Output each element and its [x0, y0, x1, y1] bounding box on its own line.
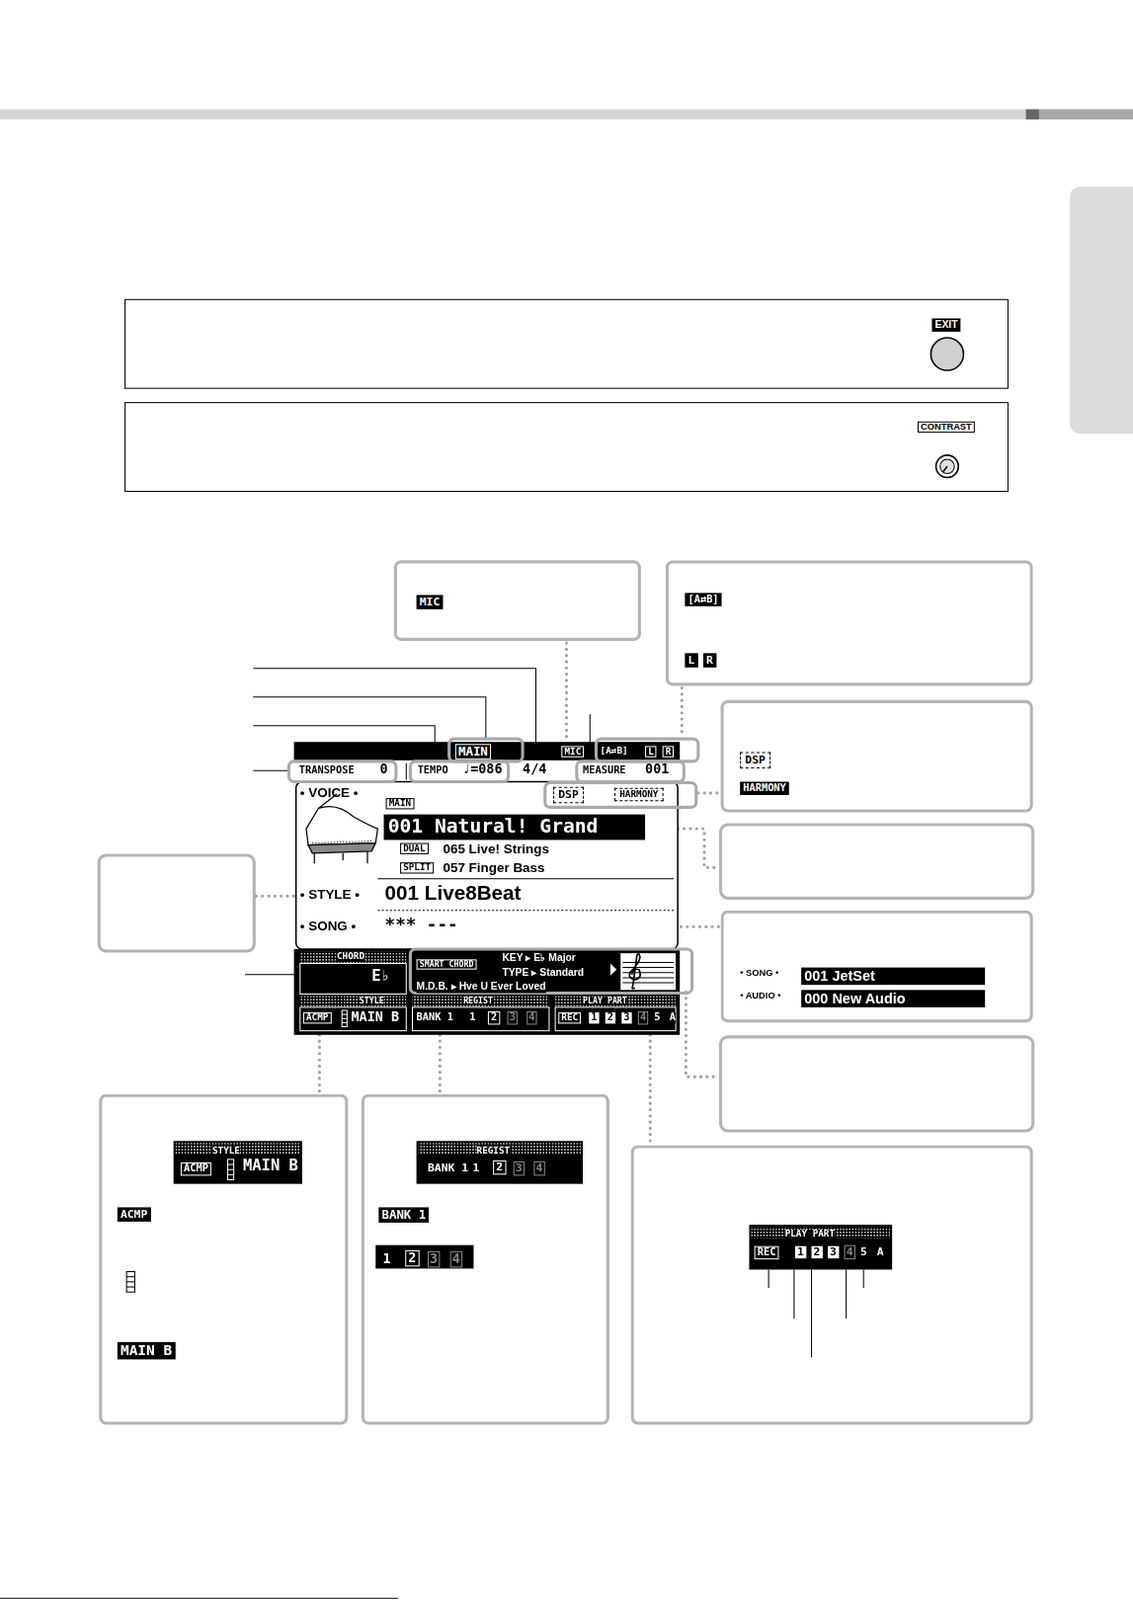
- display-label: *** ---: [385, 916, 459, 935]
- callout-text: 001 JetSet: [801, 968, 985, 985]
- display-label: 4: [526, 1011, 537, 1025]
- callout-text: BANK 1: [427, 1162, 469, 1175]
- callout-text: EXIT: [931, 318, 961, 331]
- display-label: DSP: [553, 787, 584, 804]
- callout-text: R: [703, 652, 717, 667]
- display-label: • SONG •: [300, 919, 356, 934]
- callout-text: BANK 1: [378, 1207, 429, 1222]
- callout-text: STYLE: [212, 1145, 241, 1156]
- callout-text: A: [877, 1246, 885, 1259]
- callout-text: L: [684, 652, 698, 667]
- display-label: E♭: [371, 969, 391, 985]
- callout-text: 4: [533, 1161, 545, 1176]
- display-label: MEASURE: [582, 765, 627, 777]
- display-label: L: [645, 745, 657, 758]
- display-label: CHORD: [336, 952, 365, 963]
- callout-box: REGISTBANK 11234BANK 11234: [361, 1094, 610, 1426]
- display-label: HARMONY: [614, 788, 664, 803]
- callout-text: ACMP: [180, 1162, 212, 1176]
- callout-box: DSP HARMONY: [721, 700, 1034, 813]
- callout-text: 000 New Audio: [801, 989, 985, 1007]
- callout-text: DSP: [739, 752, 771, 769]
- callout-text: PLAY PART: [785, 1229, 835, 1240]
- display-label: REGIST: [463, 997, 493, 1007]
- display-label: 057 Finger Bass: [442, 861, 545, 876]
- callout-text: 2: [404, 1250, 419, 1267]
- display-label: 001 Natural! Grand: [388, 816, 599, 838]
- display-label: R: [662, 745, 675, 758]
- callout-text: 3: [513, 1161, 525, 1176]
- callout-text: 5: [860, 1246, 868, 1259]
- display-label: SPLIT: [400, 862, 434, 875]
- callout-text: MAIN B: [117, 1342, 175, 1360]
- callout-text: 3: [427, 1251, 440, 1268]
- display-label: MIC: [561, 745, 584, 758]
- display-label: KEY ▸ E♭ Major: [501, 953, 575, 965]
- callout-text: [A⇄B]: [684, 592, 722, 606]
- callout-text: 2: [810, 1246, 822, 1259]
- display-label: 001: [645, 762, 669, 777]
- display-label: PLAY PART: [582, 997, 628, 1007]
- callout-text: HARMONY: [739, 782, 790, 796]
- callout-box: CONTRAST: [124, 402, 1009, 492]
- display-label: • VOICE •: [300, 786, 359, 801]
- display-label: ACMP: [303, 1012, 332, 1025]
- display-label: 065 Live! Strings: [442, 841, 550, 856]
- display-label: 2: [605, 1012, 616, 1024]
- display-label: BANK 1: [416, 1012, 454, 1024]
- display-label: 1: [588, 1012, 599, 1024]
- display-label: 3: [507, 1011, 518, 1025]
- display-label: 1: [469, 1012, 476, 1024]
- callout-text: ACMP: [117, 1207, 152, 1221]
- callout-box: STYLEACMPMAIN BACMPMAIN B: [98, 1094, 348, 1426]
- display-label: MAIN: [386, 798, 415, 810]
- display-label: STYLE: [359, 997, 385, 1007]
- callout-box: [A⇄B] LR: [665, 560, 1034, 686]
- display-label: DUAL: [400, 843, 429, 856]
- callout-text: MIC: [416, 594, 444, 609]
- callout-text: 2: [492, 1160, 506, 1175]
- display-label: 0: [379, 762, 388, 777]
- display-label: • STYLE •: [300, 888, 360, 902]
- display-label: M.D.B. ▸ Hve U Ever Loved: [416, 981, 547, 993]
- callout-text: 1: [382, 1252, 391, 1267]
- display-label: [A⇄B]: [600, 745, 629, 756]
- callout-text: 3: [827, 1246, 839, 1259]
- display-label: TEMPO: [417, 765, 449, 777]
- display-label: TYPE ▸ Standard: [501, 968, 584, 979]
- callout-text: 4: [450, 1251, 463, 1268]
- callout-box: • SONG • 001 JetSet • AUDIO • 000 New Audio: [721, 910, 1034, 1024]
- callout-box: PLAY PART REC 12345A: [631, 1144, 1034, 1425]
- display-label: MAIN: [455, 743, 491, 759]
- callout-text: 1: [472, 1162, 480, 1175]
- callout-box: MIC: [394, 560, 642, 642]
- display-label: MAIN B: [350, 1010, 400, 1025]
- callout-text: • AUDIO •: [739, 990, 781, 1001]
- display-label: 4: [638, 1011, 648, 1025]
- callout-text: REC: [754, 1246, 780, 1260]
- display-label: 3: [621, 1012, 632, 1024]
- display-label: 5: [653, 1012, 660, 1024]
- callout-text: 1: [795, 1246, 807, 1259]
- display-label: A: [669, 1012, 676, 1024]
- callout-text: • SONG •: [739, 969, 779, 979]
- display-label: TRANSPOSE: [299, 765, 355, 777]
- callout-text: REGIST: [477, 1145, 511, 1156]
- display-label: 001 Live8Beat: [385, 883, 522, 905]
- callout-box: EXIT: [124, 299, 1009, 390]
- display-label: REC: [558, 1012, 581, 1025]
- callout-text: MAIN B: [242, 1158, 299, 1175]
- display-label: SMART CHORD: [416, 959, 478, 971]
- display-label: 2: [487, 1011, 500, 1025]
- display-label: 4/4: [522, 762, 547, 777]
- display-label: ♩=086: [462, 762, 502, 777]
- callout-text: CONTRAST: [917, 421, 975, 434]
- callout-text: 4: [844, 1245, 856, 1260]
